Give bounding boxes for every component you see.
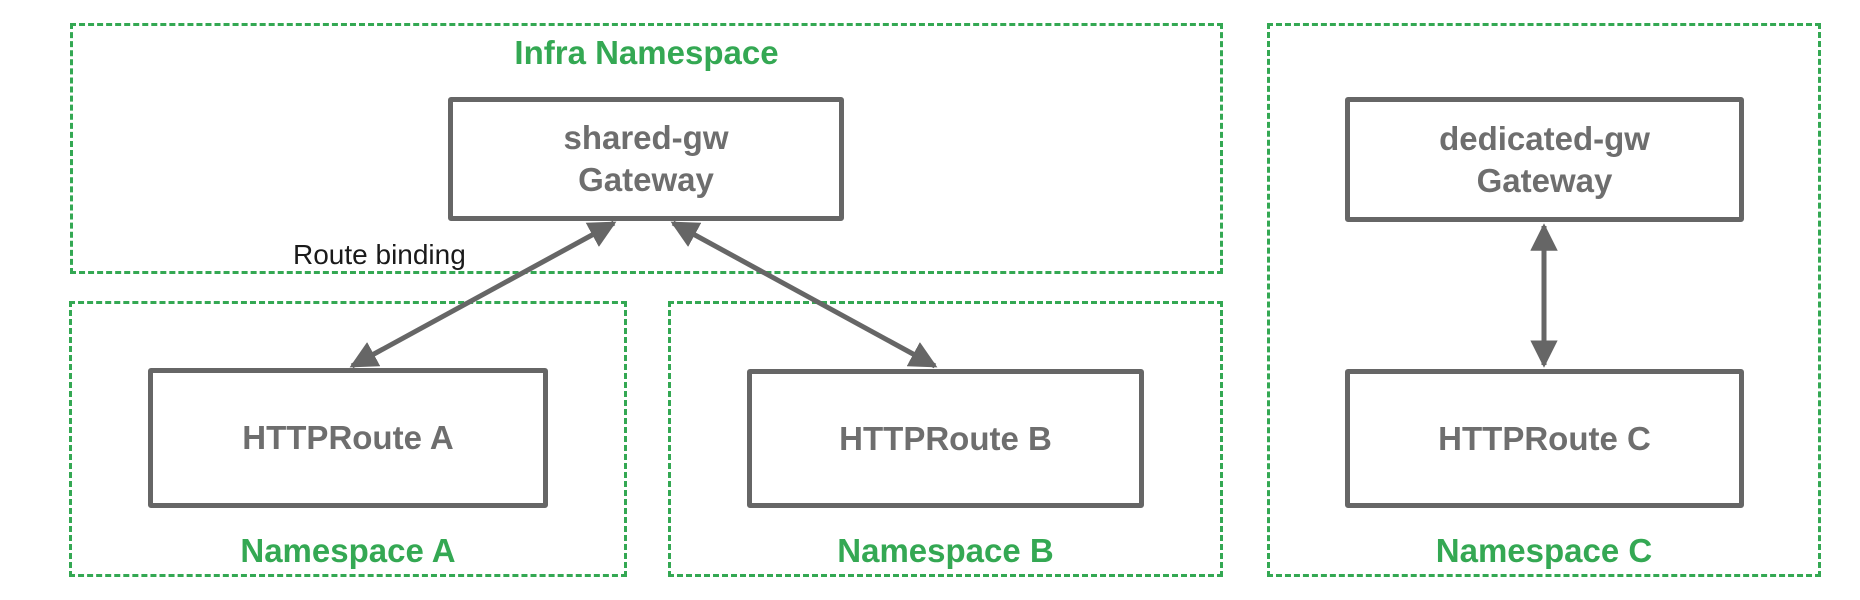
httproute-c-label: HTTPRoute C (1438, 419, 1651, 457)
httproute-a-label: HTTPRoute A (242, 419, 454, 456)
namespace-c-label: Namespace C (1435, 532, 1653, 569)
infra-namespace-label: Infra Namespace (514, 34, 779, 71)
httproute-a-node: HTTPRoute A (148, 368, 548, 508)
shared-gw-gateway-name: shared-gw (563, 119, 729, 156)
httproute-b-label: HTTPRoute B (839, 419, 1052, 457)
namespace-b-box: Namespace B (668, 301, 1223, 577)
shared-gw-gateway-node: shared-gw Gateway (448, 97, 844, 221)
route-binding-label: Route binding (293, 239, 466, 270)
namespace-a-box: Namespace A (69, 301, 627, 577)
dedicated-gw-gateway-node: dedicated-gw Gateway (1345, 97, 1744, 222)
infra-namespace-box: Infra Namespace (70, 23, 1223, 274)
namespace-b-label: Namespace B (837, 532, 1054, 569)
dedicated-gw-gateway-name: dedicated-gw (1439, 119, 1650, 157)
dedicated-gw-gateway-kind: Gateway (1476, 161, 1613, 199)
shared-gw-gateway-kind: Gateway (578, 161, 714, 198)
namespace-c-box: Namespace C (1267, 23, 1821, 577)
namespace-a-label: Namespace A (240, 532, 456, 569)
httproute-c-node: HTTPRoute C (1345, 369, 1744, 508)
httproute-b-node: HTTPRoute B (747, 369, 1144, 508)
